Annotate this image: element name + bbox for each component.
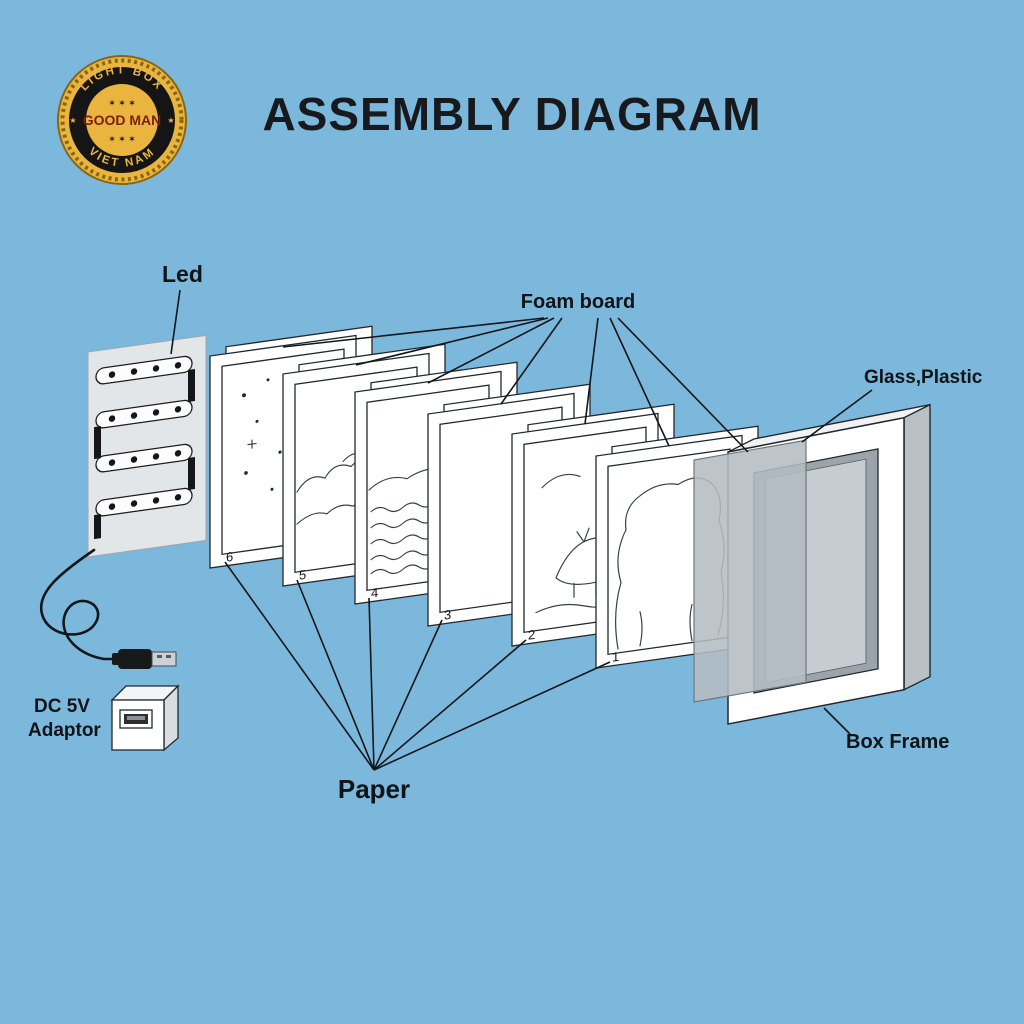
logo-stars-bottom: ✶ ✶ ✶ — [108, 134, 136, 144]
led-dots — [108, 362, 182, 510]
layer-number: 1 — [612, 649, 619, 665]
logo-serrated-edge — [60, 58, 184, 182]
leader-line — [500, 317, 563, 405]
glass-leader-line — [801, 389, 873, 443]
leader-line — [373, 619, 443, 771]
leader-line — [355, 317, 549, 366]
glass-plastic-label: Glass,Plastic — [864, 367, 983, 388]
led-leader-line — [170, 289, 181, 355]
leader-line — [373, 639, 527, 771]
paper-leader-lines — [224, 561, 611, 771]
logo-stars-top: ✶ ✶ ✶ — [108, 98, 136, 108]
leader-line — [801, 389, 873, 443]
layer-number: 3 — [444, 607, 451, 623]
leader-line — [368, 597, 375, 771]
adaptor-label-line1: DC 5V — [34, 696, 90, 717]
leader-line — [282, 317, 545, 348]
layer-number: 2 — [528, 627, 535, 643]
led-strip-connectors — [94, 368, 195, 540]
leader-line — [224, 561, 375, 771]
layer-number: 6 — [226, 549, 233, 565]
leader-line — [609, 317, 670, 447]
foam-board-leader-lines — [282, 317, 749, 453]
leader-line — [823, 707, 851, 735]
power-adaptor — [110, 684, 180, 752]
usb-plug — [112, 649, 177, 669]
page-title: ASSEMBLY DIAGRAM — [262, 88, 761, 140]
glass-sheet — [693, 439, 807, 703]
logo-star-right: ★ — [167, 116, 174, 125]
leader-line — [617, 317, 749, 453]
power-cable — [39, 548, 118, 661]
leader-line — [584, 317, 599, 425]
logo-star-left: ★ — [69, 116, 76, 125]
layer-number: 4 — [371, 585, 378, 601]
box-frame-leader-line — [823, 707, 851, 735]
leader-line — [373, 661, 611, 771]
box-frame-side-face — [903, 403, 931, 691]
led-strips — [94, 355, 195, 540]
brand-logo: LIGHT BOX VIET NAM ★ ★ ✶ ✶ ✶ GOOD MAN ✶ … — [57, 55, 187, 185]
leader-line — [170, 289, 181, 355]
leader-line — [296, 579, 375, 771]
usb-plug-metal — [151, 651, 177, 667]
box-frame-label: Box Frame — [846, 731, 949, 753]
logo-center-text: GOOD MAN — [83, 112, 162, 128]
led-panel — [87, 334, 207, 558]
adaptor-label-line2: Adaptor — [28, 720, 101, 741]
leader-line — [427, 317, 555, 384]
logo-gold-center — [86, 84, 158, 156]
led-label: Led — [162, 261, 203, 287]
foam-board-label: Foam board — [521, 291, 635, 313]
paper-label: Paper — [338, 774, 410, 804]
layer-number: 5 — [299, 567, 306, 583]
